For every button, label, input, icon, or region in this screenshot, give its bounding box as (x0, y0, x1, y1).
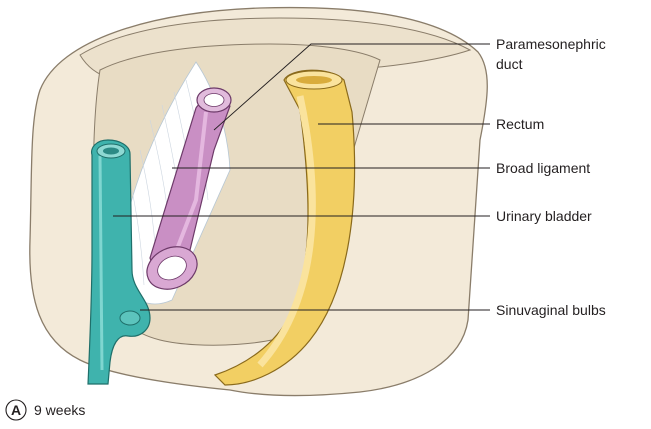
label-paramesonephric-line2: duct (496, 56, 523, 72)
panel-letter: A (11, 402, 21, 418)
sinuvaginal-bulb (120, 311, 140, 325)
label-broad-ligament: Broad ligament (496, 160, 590, 176)
label-paramesonephric-line1: Paramesonephric (496, 36, 606, 52)
label-sinuvaginal-bulbs: Sinuvaginal bulbs (496, 302, 606, 318)
label-rectum: Rectum (496, 116, 544, 132)
panel-caption: 9 weeks (34, 402, 85, 418)
label-urinary-bladder: Urinary bladder (496, 208, 592, 224)
